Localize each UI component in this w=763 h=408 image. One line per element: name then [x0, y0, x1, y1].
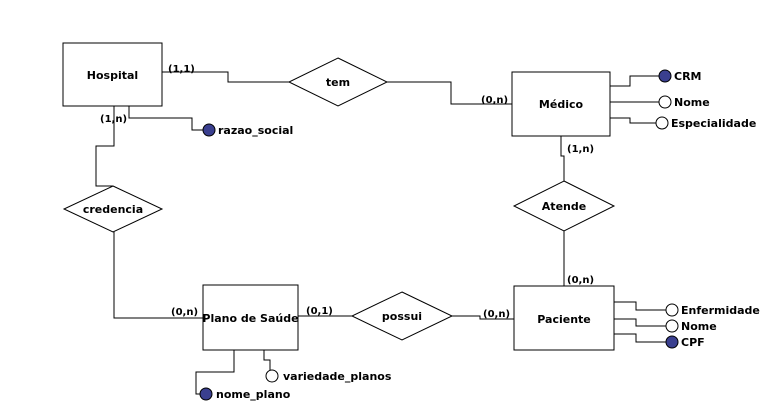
line-hospital-credencia	[95, 106, 115, 187]
line-hospital-tem	[162, 71, 289, 83]
line-attr-crm	[610, 75, 660, 87]
relationship-tem-label: tem	[326, 76, 350, 89]
line-attr-especialidade	[610, 117, 656, 124]
entity-plano-de-saude[interactable]: Plano de Saúde	[202, 284, 299, 351]
key-attribute-icon	[199, 387, 213, 401]
relationship-credencia[interactable]: credencia	[62, 185, 164, 233]
cardinality-medico-atende: (1,n)	[567, 144, 594, 155]
entity-medico-label: Médico	[539, 98, 584, 111]
line-attr-nome-plano	[195, 350, 235, 395]
entity-medico[interactable]: Médico	[511, 71, 611, 137]
key-attribute-icon	[658, 69, 672, 83]
line-attr-razao-social	[128, 106, 203, 131]
attribute-enfermidade-label: Enfermidade	[681, 304, 760, 317]
attribute-crm[interactable]: CRM	[658, 69, 702, 83]
key-attribute-icon	[665, 335, 679, 349]
relationship-tem[interactable]: tem	[287, 57, 389, 107]
attribute-especialidade-label: Especialidade	[671, 117, 756, 130]
attribute-medico-nome[interactable]: Nome	[658, 95, 710, 109]
attribute-nome-plano[interactable]: nome_plano	[199, 387, 291, 401]
line-attr-cpf	[614, 333, 666, 343]
attribute-icon	[655, 116, 669, 130]
line-attr-variedade-planos	[263, 350, 271, 371]
cardinality-plano-possui: (0,1)	[306, 306, 333, 317]
relationship-credencia-label: credencia	[83, 203, 143, 216]
line-credencia-plano	[113, 232, 203, 319]
cardinality-medico-tem: (0,n)	[481, 95, 508, 106]
attribute-icon	[665, 303, 679, 317]
attribute-razao-social-label: razao_social	[218, 124, 293, 137]
attribute-nome-plano-label: nome_plano	[216, 388, 291, 401]
attribute-especialidade[interactable]: Especialidade	[655, 116, 756, 130]
line-possui-paciente	[452, 315, 514, 320]
relationship-atende-label: Atende	[542, 200, 586, 213]
relationship-atende[interactable]: Atende	[512, 180, 616, 232]
attribute-medico-nome-label: Nome	[674, 96, 710, 109]
attribute-icon	[665, 319, 679, 333]
attribute-cpf[interactable]: CPF	[665, 335, 705, 349]
cardinality-hospital-credencia: (1,n)	[100, 114, 127, 125]
key-attribute-icon	[202, 123, 216, 137]
attribute-icon	[265, 369, 279, 383]
entity-paciente-label: Paciente	[537, 313, 591, 326]
attribute-paciente-nome-label: Nome	[681, 320, 717, 333]
entity-plano-label: Plano de Saúde	[202, 312, 298, 325]
entity-hospital-label: Hospital	[87, 69, 138, 82]
line-attr-paciente-nome	[614, 318, 666, 327]
cardinality-paciente-possui: (0,n)	[483, 309, 510, 320]
cardinality-paciente-atende: (0,n)	[567, 275, 594, 286]
attribute-crm-label: CRM	[674, 70, 702, 83]
attribute-paciente-nome[interactable]: Nome	[665, 319, 717, 333]
cardinality-hospital-tem: (1,1)	[168, 64, 195, 75]
entity-paciente[interactable]: Paciente	[513, 285, 615, 351]
line-medico-atende	[560, 136, 565, 181]
line-attr-enfermidade	[614, 301, 666, 311]
attribute-variedade-planos-label: variedade_planos	[283, 370, 392, 383]
relationship-possui[interactable]: possui	[350, 291, 454, 341]
cardinality-plano-credencia: (0,n)	[171, 307, 198, 318]
relationship-possui-label: possui	[382, 310, 422, 323]
attribute-enfermidade[interactable]: Enfermidade	[665, 303, 760, 317]
line-tem-medico	[387, 81, 512, 105]
attribute-variedade-planos[interactable]: variedade_planos	[265, 369, 392, 383]
attribute-cpf-label: CPF	[681, 336, 705, 349]
entity-hospital[interactable]: Hospital	[62, 42, 163, 107]
attribute-razao-social[interactable]: razao_social	[202, 123, 293, 137]
attribute-icon	[658, 95, 672, 109]
